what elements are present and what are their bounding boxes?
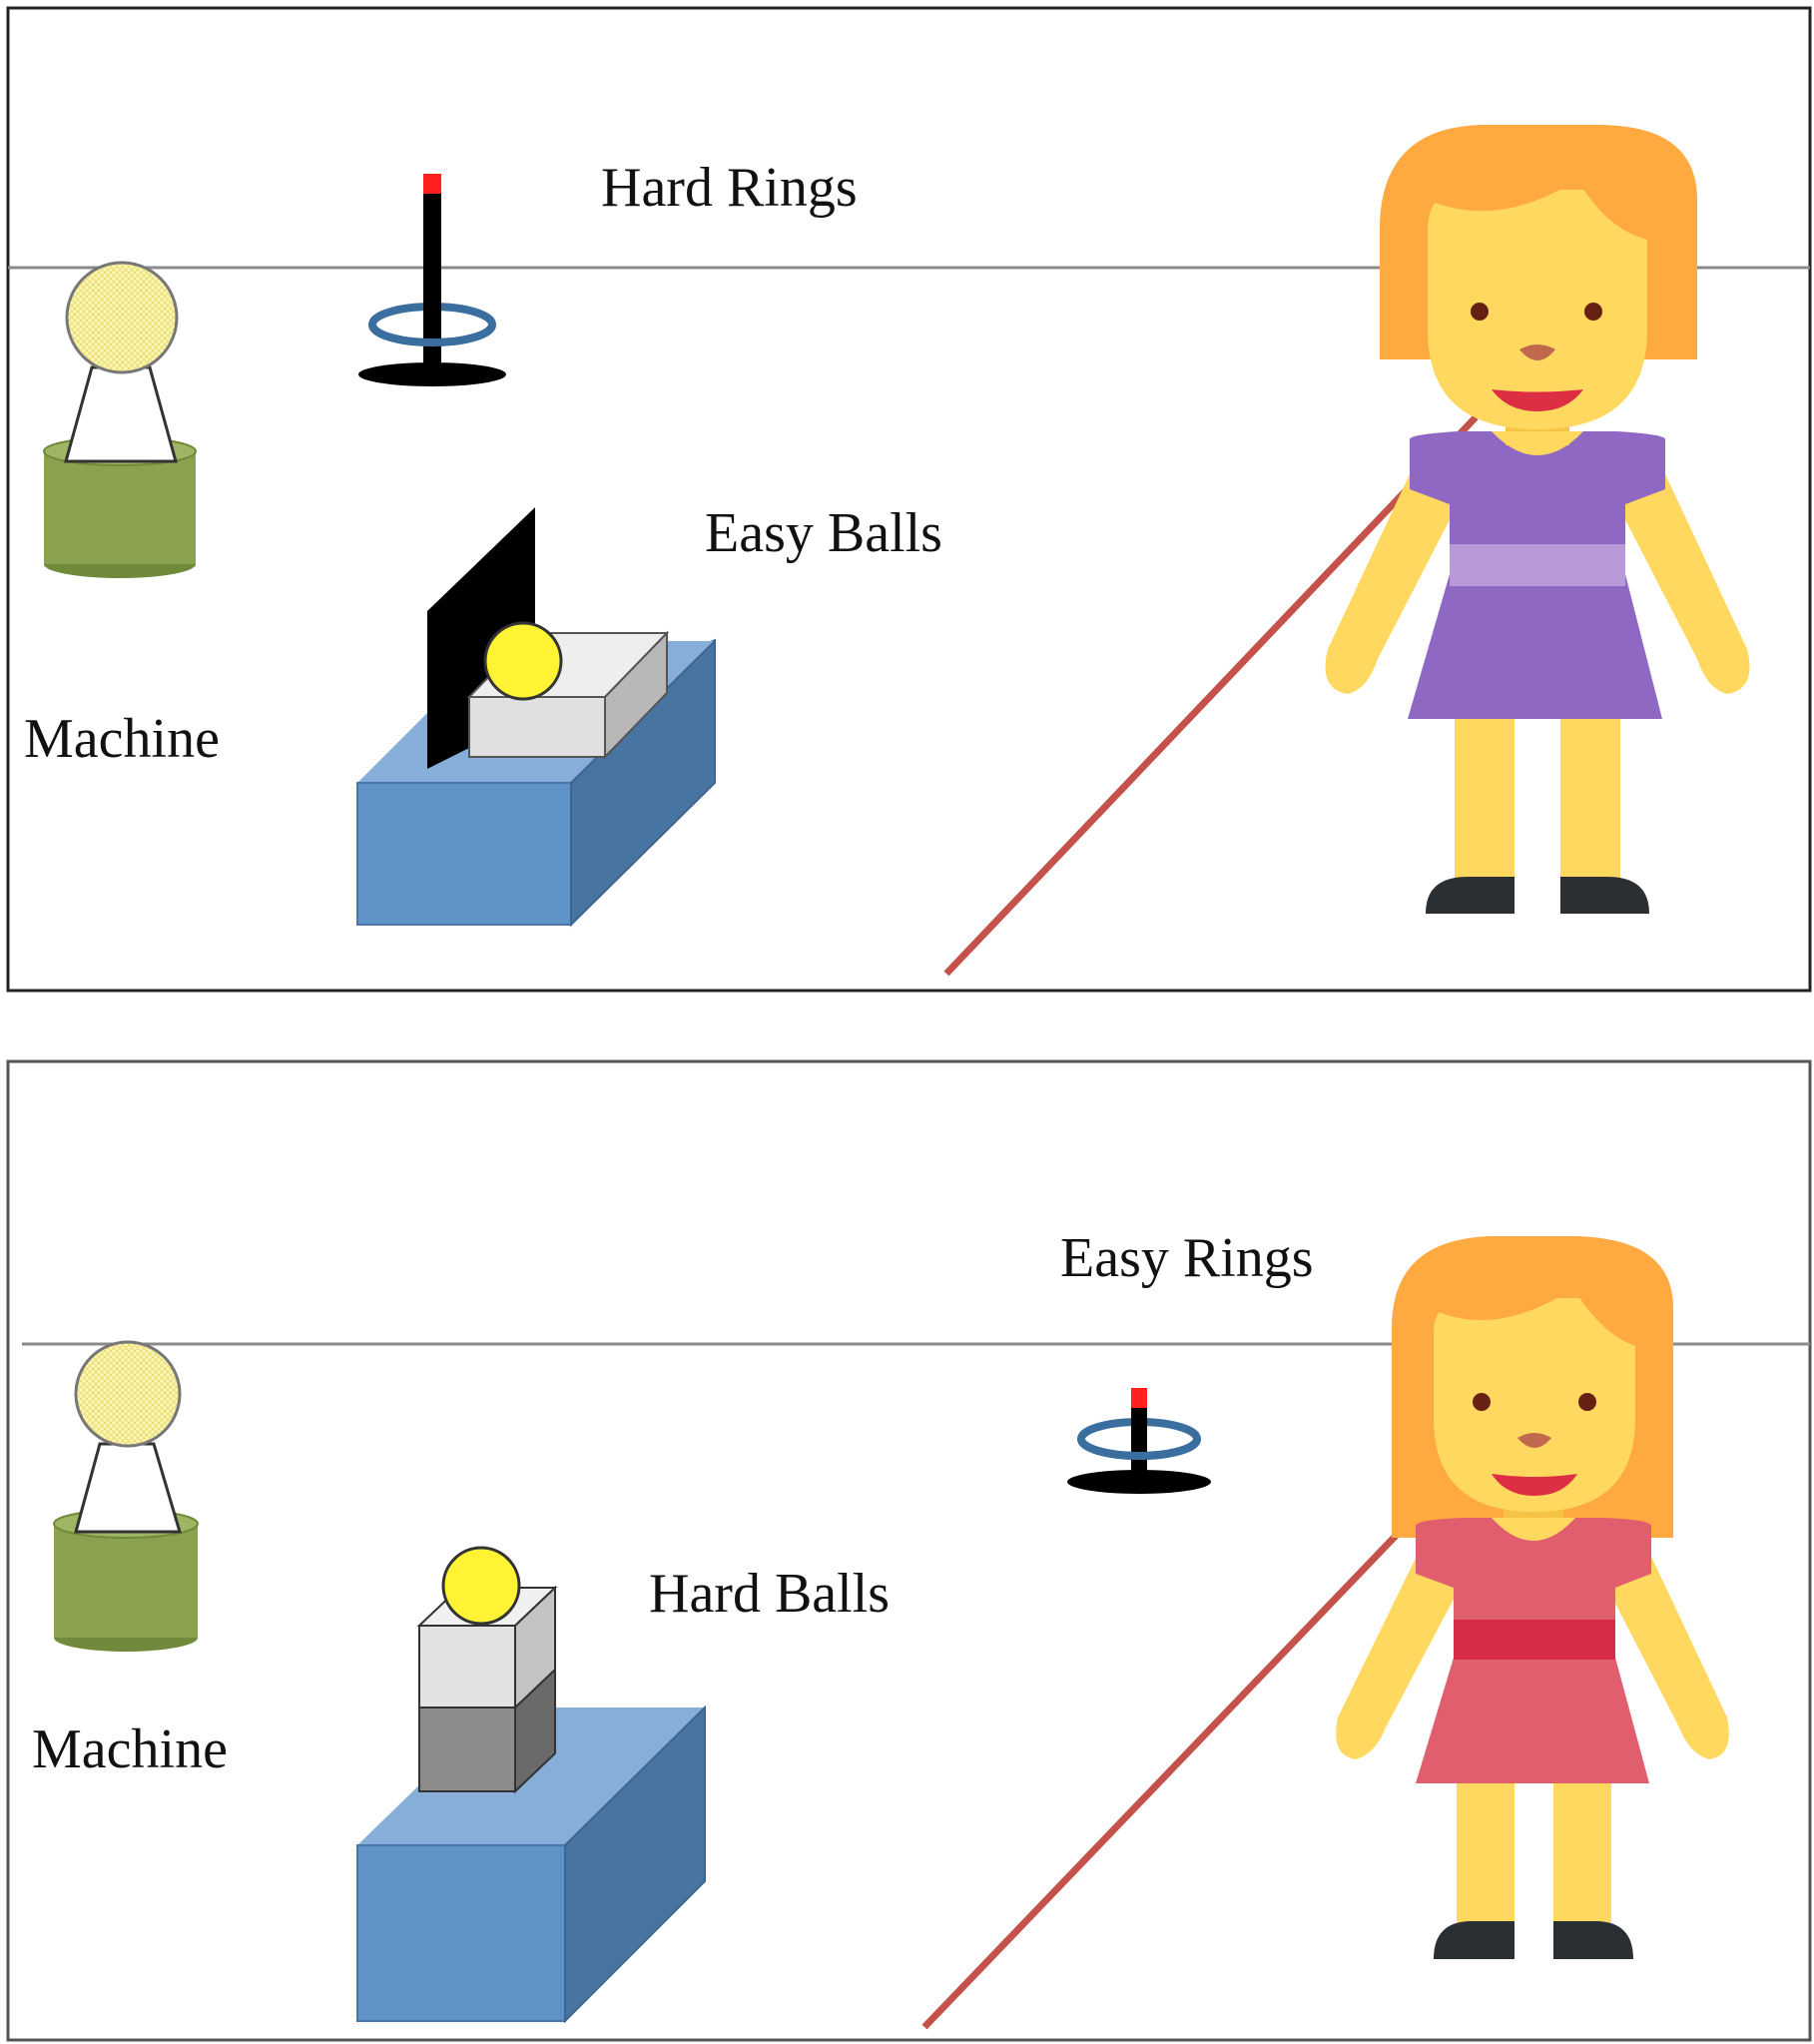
pointer-stick-icon (943, 414, 1479, 977)
ball-box-icon (356, 1546, 706, 2024)
machine-label: Machine (24, 708, 220, 770)
girl-figure-icon (1336, 1236, 1729, 1959)
machine-label: Machine (32, 1718, 228, 1780)
ball-label: Easy Balls (705, 502, 942, 564)
ring-toss-icon (1067, 1388, 1211, 1494)
panel-1: Machine Hard Rings Easy Balls (6, 6, 1812, 993)
girl-figure-icon (1325, 125, 1750, 914)
panel-2: Machine Easy Rings Hard Balls (6, 1059, 1812, 2042)
ring-label: Easy Rings (1060, 1227, 1314, 1289)
machine-icon (43, 261, 197, 578)
ball-box-icon (356, 507, 716, 928)
ring-label: Hard Rings (601, 157, 858, 219)
ring-toss-icon (358, 174, 506, 386)
pointer-stick-icon (921, 1510, 1421, 2030)
ball-label: Hard Balls (649, 1563, 890, 1625)
machine-icon (53, 1340, 199, 1652)
